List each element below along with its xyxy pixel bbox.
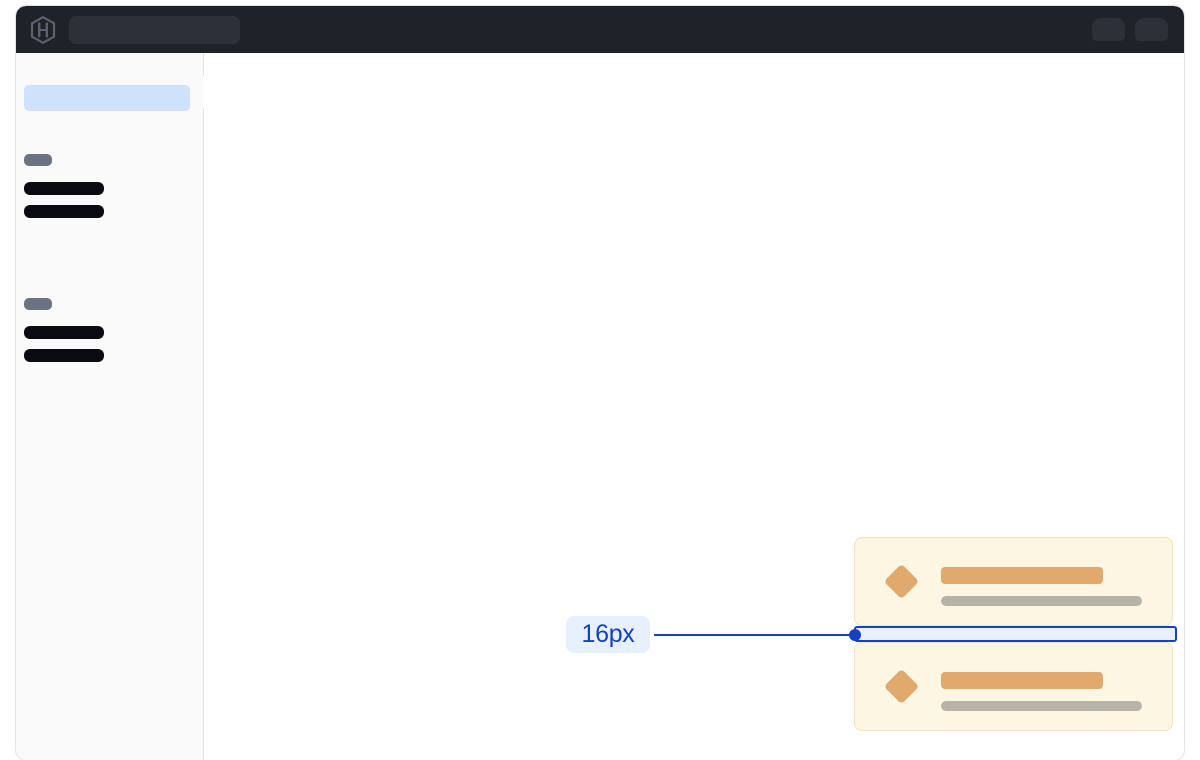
gap-measurement-leader-dot bbox=[849, 629, 861, 641]
sidebar-group-2 bbox=[24, 298, 194, 362]
card-subtitle-placeholder bbox=[941, 701, 1142, 711]
diamond-icon bbox=[883, 668, 920, 705]
gap-measurement-value-badge: 16px bbox=[566, 616, 650, 653]
hashicorp-hexagon-logo-icon bbox=[30, 16, 56, 44]
card-subtitle-placeholder bbox=[941, 596, 1142, 606]
sidebar-item-2-1[interactable] bbox=[24, 326, 104, 339]
header-pill-2[interactable] bbox=[1135, 18, 1168, 41]
card-title-placeholder bbox=[941, 567, 1103, 584]
gap-measurement-highlight bbox=[854, 626, 1177, 642]
sidebar bbox=[16, 53, 204, 760]
card-item[interactable] bbox=[854, 537, 1173, 626]
sidebar-group-1-label bbox=[24, 154, 52, 166]
main-canvas: 16px bbox=[204, 53, 1184, 760]
card-stack bbox=[854, 537, 1175, 731]
header-search-input[interactable] bbox=[69, 16, 240, 44]
sidebar-item-1-1[interactable] bbox=[24, 182, 104, 195]
sidebar-item-1-2[interactable] bbox=[24, 205, 104, 218]
sidebar-item-2-2[interactable] bbox=[24, 349, 104, 362]
gap-measurement-leader-line bbox=[654, 634, 855, 636]
sidebar-group-2-label bbox=[24, 298, 52, 310]
diamond-icon bbox=[883, 563, 920, 600]
sidebar-item-active[interactable] bbox=[24, 85, 190, 111]
app-window: 16px bbox=[16, 6, 1184, 760]
sidebar-group-1 bbox=[24, 154, 194, 218]
card-title-placeholder bbox=[941, 672, 1103, 689]
header-pill-1[interactable] bbox=[1092, 18, 1125, 41]
app-header-bar bbox=[16, 6, 1184, 53]
card-item[interactable] bbox=[854, 642, 1173, 731]
